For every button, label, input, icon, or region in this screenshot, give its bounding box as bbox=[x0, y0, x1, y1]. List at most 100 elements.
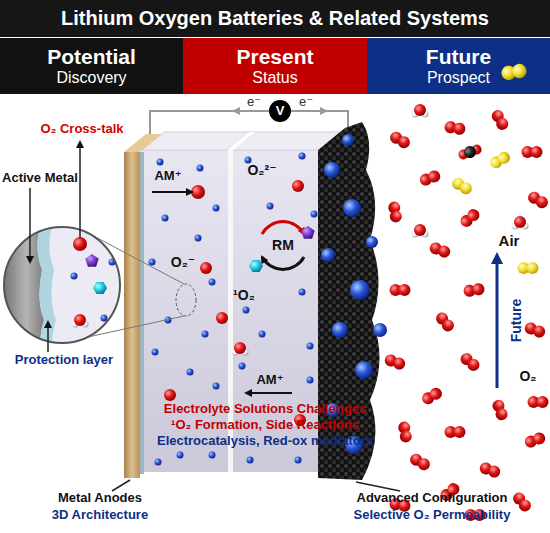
species-label: O₂²⁻ bbox=[240, 162, 284, 179]
magnifier bbox=[176, 284, 196, 316]
electrolyte-species bbox=[149, 259, 156, 266]
future-label: Future bbox=[508, 290, 525, 350]
electrolyte-species bbox=[209, 452, 216, 459]
species-label: O₂⁻ bbox=[163, 254, 203, 271]
air-molecules bbox=[428, 241, 452, 259]
electrolyte-species bbox=[311, 211, 318, 218]
electrolyte-species bbox=[243, 307, 250, 314]
magnifier bbox=[0, 225, 130, 350]
air-molecules bbox=[523, 431, 547, 449]
electrolyte-species bbox=[299, 289, 306, 296]
voltmeter-label: V bbox=[276, 104, 285, 119]
future-arrow bbox=[497, 256, 498, 388]
electrolyte-species bbox=[213, 383, 220, 390]
air-molecules bbox=[458, 207, 482, 230]
electrolyte-species bbox=[307, 377, 314, 384]
electrolyte-species bbox=[157, 159, 164, 166]
band-heading: Potential bbox=[47, 45, 136, 69]
ion-label: AM⁺ bbox=[250, 372, 290, 388]
air-molecules bbox=[383, 353, 407, 371]
air-molecules bbox=[387, 201, 402, 224]
part-name: Advanced Configuration bbox=[332, 490, 532, 506]
electrolyte-species bbox=[295, 457, 302, 464]
air-molecules bbox=[408, 452, 432, 473]
solution-text: Electrocatalysis, Red-ox mediators bbox=[120, 433, 410, 449]
air-molecules bbox=[511, 490, 534, 514]
air-molecules bbox=[444, 120, 467, 135]
porous-cathode bbox=[321, 248, 335, 262]
ion-arrow bbox=[246, 392, 292, 394]
mediator-label: RM bbox=[268, 237, 298, 254]
air-molecules bbox=[458, 351, 482, 374]
species-label: ¹O₂ bbox=[224, 287, 264, 304]
porous-cathode bbox=[373, 323, 387, 337]
air-molecules bbox=[528, 396, 549, 408]
magnifier bbox=[93, 282, 107, 294]
air-molecules bbox=[412, 104, 429, 118]
air-molecules bbox=[445, 426, 466, 438]
electrolyte-species bbox=[247, 457, 254, 464]
electron-label: e⁻ bbox=[239, 94, 269, 110]
air-molecules bbox=[491, 398, 509, 422]
electrolyte-species bbox=[209, 279, 216, 286]
air-molecules bbox=[420, 386, 444, 407]
porous-cathode bbox=[350, 280, 370, 300]
electrolyte-species bbox=[299, 153, 306, 160]
external-wire bbox=[320, 107, 328, 115]
callout-text: O₂ Cross-talk bbox=[27, 121, 137, 137]
magnifier bbox=[37, 225, 56, 350]
air-molecules bbox=[512, 216, 529, 230]
porous-cathode bbox=[343, 199, 361, 217]
air-molecules bbox=[390, 284, 411, 296]
porous-cathode bbox=[355, 361, 373, 379]
ion-arrow bbox=[152, 191, 192, 193]
porous-cathode bbox=[332, 322, 348, 338]
air-molecules bbox=[388, 130, 412, 151]
ion-arrow bbox=[152, 192, 292, 393]
air-molecules bbox=[397, 421, 412, 444]
stage-band: FutureProspect bbox=[367, 38, 550, 94]
callout-text: Active Metal bbox=[0, 170, 82, 186]
electrolyte-species bbox=[267, 203, 274, 210]
leader-line bbox=[29, 188, 31, 262]
band-heading: Future bbox=[426, 45, 491, 69]
air-molecules bbox=[478, 461, 502, 479]
external-wire bbox=[291, 111, 348, 130]
electrolyte-species bbox=[200, 262, 212, 274]
electrolyte-species bbox=[239, 363, 246, 370]
air-molecules bbox=[463, 282, 486, 297]
electrolyte-species bbox=[213, 205, 220, 212]
magnifier bbox=[101, 315, 108, 322]
air-molecules bbox=[522, 146, 543, 158]
external-wire bbox=[150, 107, 348, 134]
band-subtitle: Discovery bbox=[56, 69, 126, 87]
band-subtitle: Status bbox=[252, 69, 297, 87]
stage-band: PresentStatus bbox=[183, 38, 367, 94]
electrolyte-species bbox=[164, 389, 176, 401]
metal-anode bbox=[124, 134, 162, 478]
oxygen-label: O₂ bbox=[510, 368, 546, 385]
electrolyte-species bbox=[197, 165, 204, 172]
title-text: Lithium Oxygen Batteries & Related Syste… bbox=[0, 0, 550, 37]
air-molecules bbox=[488, 150, 512, 171]
air-molecules bbox=[412, 224, 429, 238]
redox-mediator-cycle bbox=[262, 222, 304, 234]
electrolyte-species bbox=[162, 215, 169, 222]
air-molecules bbox=[418, 169, 442, 187]
electrolyte-species bbox=[155, 459, 162, 466]
redox-mediator-cycle bbox=[262, 257, 304, 269]
porous-cathode bbox=[324, 162, 340, 178]
electrolyte-species bbox=[191, 185, 205, 199]
electrolyte-species bbox=[187, 369, 194, 376]
electrolyte-species bbox=[177, 452, 184, 459]
redox-mediator-cycle bbox=[249, 260, 263, 272]
callout-text: Protection layer bbox=[2, 352, 126, 368]
air-molecules bbox=[518, 262, 539, 274]
air-molecules bbox=[457, 142, 484, 161]
part-feature: 3D Architecture bbox=[20, 507, 180, 523]
metal-anode bbox=[140, 152, 144, 474]
stage-band: PotentialDiscovery bbox=[0, 38, 183, 94]
magnifier bbox=[72, 314, 89, 328]
redox-mediator-cycle bbox=[301, 226, 314, 239]
